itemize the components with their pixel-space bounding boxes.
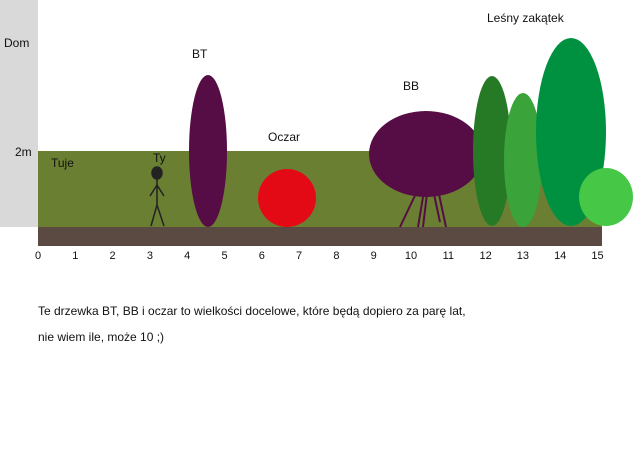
house-wall	[0, 0, 38, 227]
tick-label-8: 8	[333, 250, 340, 262]
ground-strip	[38, 227, 602, 246]
bt-label: BT	[192, 47, 208, 61]
tick-label-2: 2	[109, 250, 116, 262]
tick-label-12: 12	[479, 250, 492, 262]
forest-tree-mid	[504, 93, 542, 227]
forest-corner-label: Leśny zakątek	[487, 11, 564, 25]
house-label: Dom	[4, 36, 30, 50]
tick-label-11: 11	[442, 250, 455, 262]
tick-label-15: 15	[591, 250, 604, 262]
tick-label-3: 3	[146, 250, 153, 262]
tick-label-14: 14	[554, 250, 567, 262]
tick-label-6: 6	[258, 250, 265, 262]
tick-label-5: 5	[221, 250, 228, 262]
tick-label-1: 1	[72, 250, 79, 262]
tick-label-10: 10	[404, 250, 418, 262]
forest-tree-dark	[473, 76, 511, 226]
height-2m-label: 2m	[15, 145, 32, 159]
tick-label-13: 13	[516, 250, 530, 262]
stick-person	[149, 166, 165, 227]
note-line-1: Te drzewka BT, BB i oczar to wielkości d…	[38, 304, 466, 318]
person-label: Ty	[153, 151, 166, 165]
tick-label-0: 0	[34, 250, 42, 262]
hedge-label: Tuje	[51, 156, 74, 170]
oczar-shrub	[258, 169, 316, 227]
tick-label-4: 4	[184, 250, 191, 262]
note-line-2: nie wiem ile, może 10 ;)	[38, 330, 165, 344]
bb-tree-crown	[369, 111, 483, 197]
bt-tree	[189, 75, 227, 227]
bb-label: BB	[403, 79, 420, 93]
oczar-label: Oczar	[268, 130, 301, 144]
forest-shrub-light	[579, 168, 633, 226]
tick-label-9: 9	[370, 250, 377, 262]
tick-label-7: 7	[296, 250, 303, 262]
